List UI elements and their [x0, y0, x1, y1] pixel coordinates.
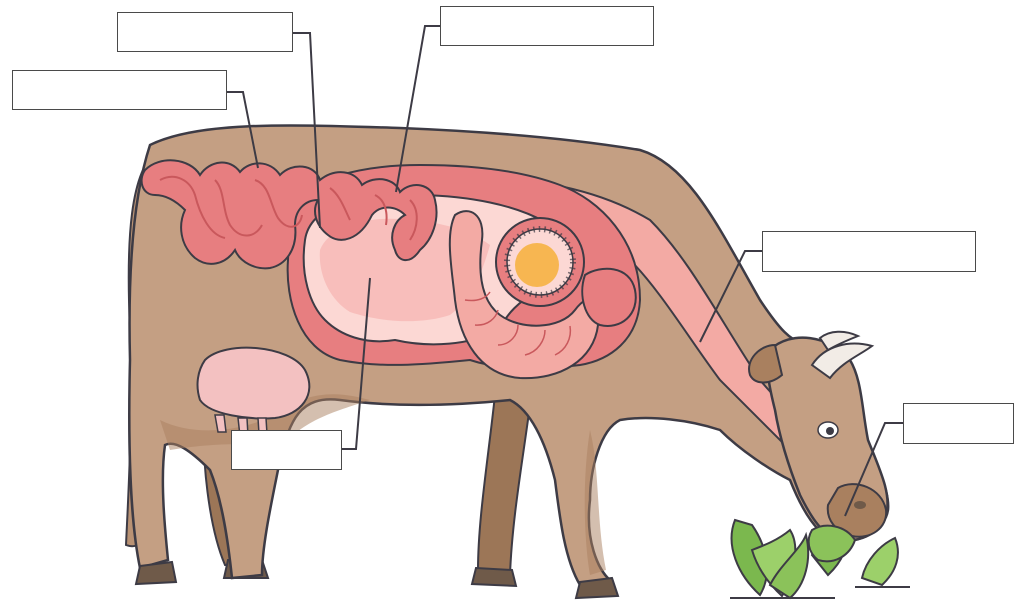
cow-eye — [818, 422, 838, 438]
label-box-5[interactable] — [903, 403, 1014, 444]
label-box-1[interactable] — [117, 12, 293, 52]
label-box-2[interactable] — [440, 6, 654, 46]
omasum — [582, 269, 636, 326]
label-box-6[interactable] — [231, 430, 342, 470]
reticulum — [496, 218, 584, 306]
near-hooves — [136, 562, 618, 598]
label-box-4[interactable] — [762, 231, 976, 272]
label-box-3[interactable] — [12, 70, 227, 110]
